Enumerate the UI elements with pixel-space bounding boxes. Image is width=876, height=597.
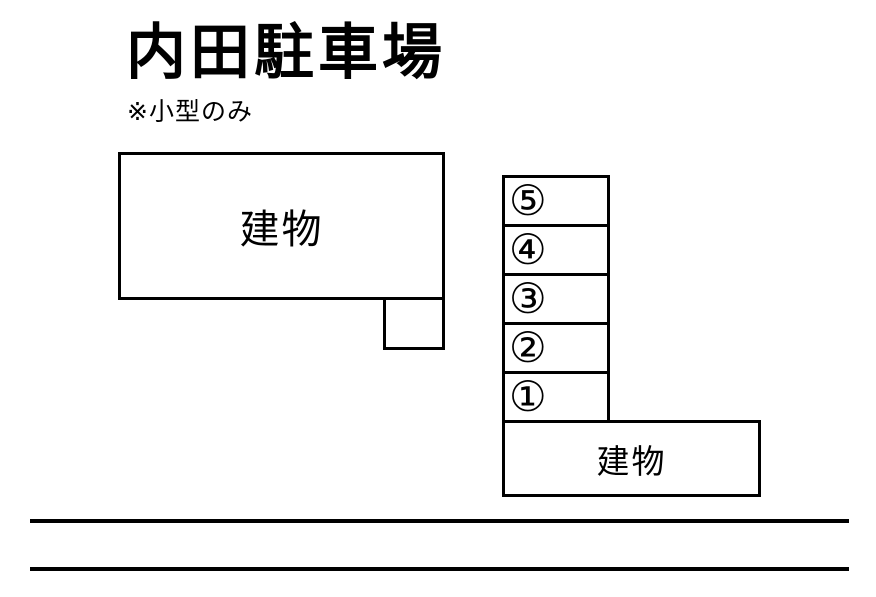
- parking-space-5-label: ⑤: [509, 178, 547, 224]
- building-main: 建物: [118, 152, 445, 300]
- building-main-annex: [383, 297, 445, 350]
- parking-space-5: ⑤: [505, 178, 607, 224]
- parking-space-4-label: ④: [509, 225, 547, 273]
- parking-space-1: ①: [505, 371, 607, 420]
- road-line-bottom: [30, 567, 849, 571]
- page-title: 内田駐車場: [126, 18, 446, 88]
- building-secondary-label: 建物: [596, 441, 667, 481]
- parking-space-3: ③: [505, 273, 607, 322]
- parking-space-2: ②: [505, 322, 607, 371]
- building-secondary: 建物: [502, 420, 761, 497]
- parking-space-1-label: ①: [509, 372, 547, 420]
- building-main-label: 建物: [239, 207, 324, 253]
- parking-space-3-label: ③: [509, 274, 547, 322]
- parking-space-4: ④: [505, 224, 607, 273]
- parking-space-2-label: ②: [509, 323, 547, 371]
- parking-spaces-column: ⑤ ④ ③ ② ①: [502, 175, 610, 423]
- road-line-top: [30, 519, 849, 523]
- subtitle-note: ※小型のみ: [127, 97, 253, 126]
